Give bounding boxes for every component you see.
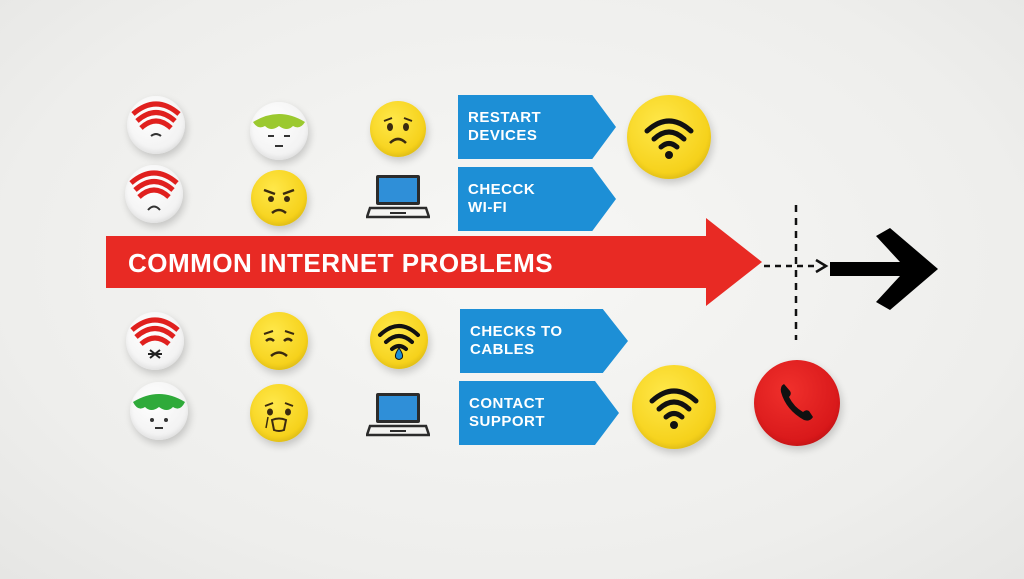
restart-devices-label: RESTART DEVICES	[468, 109, 542, 144]
check-cables-arrow: CHECKS TO CABLES	[460, 309, 628, 373]
diagram-title: COMMON INTERNET PROBLEMS	[128, 248, 554, 278]
check-wifi-label: CHECCK WI-FI	[468, 181, 536, 216]
wifi-button-icon[interactable]	[627, 95, 711, 179]
wifi-drop-badge-icon	[370, 311, 428, 369]
green-top-face-badge-icon	[250, 102, 308, 160]
green-top-face-badge-icon	[130, 382, 188, 440]
wifi-button-icon[interactable]	[632, 365, 716, 449]
weak-wifi-badge-icon	[127, 96, 185, 154]
worried-face-icon	[370, 101, 426, 157]
laptop-icon	[366, 390, 430, 440]
check-cables-label: CHECKS TO CABLES	[470, 323, 563, 358]
right-arrow-icon	[830, 228, 938, 310]
crying-face-icon	[250, 384, 308, 442]
laptop-icon	[366, 172, 430, 222]
restart-devices-arrow: RESTART DEVICES	[458, 95, 616, 159]
main-red-arrow: COMMON INTERNET PROBLEMS	[106, 218, 762, 306]
dashed-connector	[764, 205, 829, 340]
phone-button-icon[interactable]	[754, 360, 840, 446]
contact-support-label: CONTACT SUPPORT	[469, 395, 546, 430]
broken-wifi-badge-icon	[126, 312, 184, 370]
contact-support-arrow: CONTACT SUPPORT	[459, 381, 619, 445]
check-wifi-arrow: CHECCK WI-FI	[458, 167, 616, 231]
weak-wifi-badge-icon	[125, 165, 183, 223]
sad-face-icon	[250, 312, 308, 370]
angry-face-icon	[251, 170, 307, 226]
